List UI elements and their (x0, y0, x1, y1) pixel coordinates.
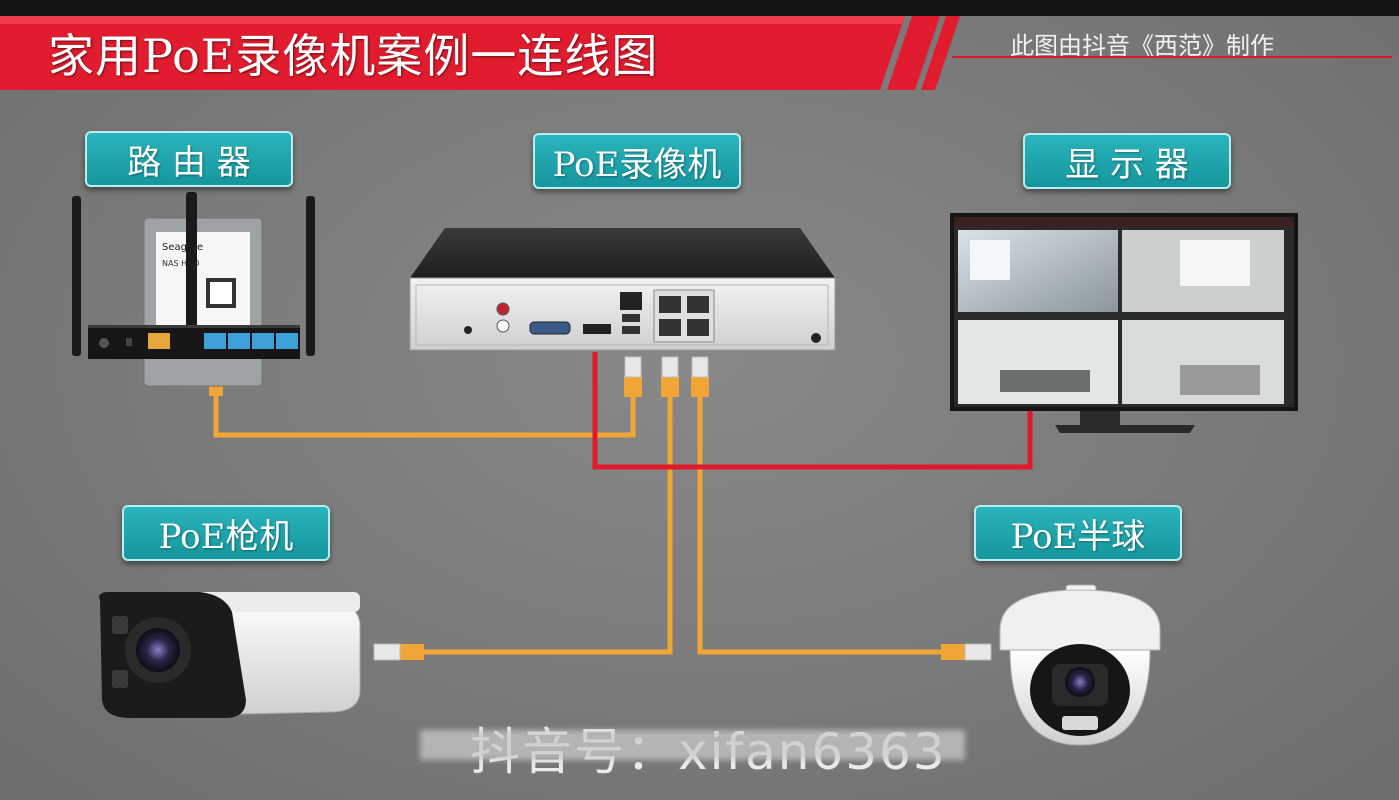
ground-icon (811, 333, 821, 343)
hard-disk: Seagate NAS HDD (143, 217, 263, 387)
credit-text: 此图由抖音《西范》制作 (1010, 32, 1274, 60)
hdd-model: NAS HDD (162, 259, 199, 268)
hdmi-port (583, 324, 611, 334)
title-banner (0, 16, 960, 90)
credit-underline (952, 56, 1392, 58)
antenna-icon (72, 196, 81, 356)
lan-port (620, 292, 642, 310)
watermark-blur (420, 730, 965, 760)
monitor-device (950, 213, 1298, 433)
network-cable-router (213, 392, 636, 438)
antenna-icon (186, 192, 197, 358)
page-title: 家用PoE录像机案例一连线图 (48, 29, 659, 83)
hdd-brand: Seagate (162, 242, 203, 253)
router-device (72, 192, 315, 359)
dome-camera-label: PoE半球 (974, 505, 1182, 561)
nvr-label: PoE录像机 (533, 133, 741, 189)
dc-port (464, 326, 472, 334)
network-cable-bullet (420, 395, 673, 655)
network-cable-dome (697, 395, 945, 655)
dome-camera (999, 584, 1161, 746)
router-label: 路 由 器 (85, 131, 293, 187)
hdmi-cable (592, 352, 1033, 470)
rj45-connectors (209, 356, 992, 661)
audio-port (496, 302, 510, 316)
top-bar (0, 0, 1399, 16)
monitor-label: 显 示 器 (1023, 133, 1231, 189)
bullet-camera-label: PoE枪机 (122, 505, 330, 561)
bullet-camera (99, 592, 361, 718)
vga-port (529, 321, 571, 335)
watermark: 抖音号：xifan6363 (420, 712, 965, 781)
nvr-device (409, 228, 836, 351)
antenna-icon (306, 196, 315, 356)
